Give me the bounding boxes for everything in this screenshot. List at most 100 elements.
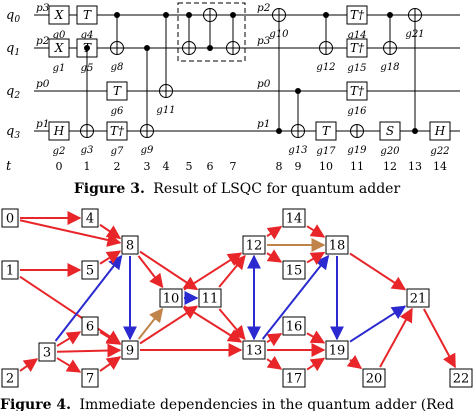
graph-node-box — [362, 368, 386, 388]
time-tick: 3 — [144, 160, 151, 173]
dependency-edge-9-11 — [139, 305, 199, 345]
dependency-edge-14-18 — [306, 224, 326, 238]
gate-box — [346, 5, 368, 25]
gate-label: g19 — [347, 145, 367, 156]
dependency-edge-6-9 — [99, 331, 122, 345]
init-map-label-q2: p0 — [36, 78, 50, 90]
gate-label: g7 — [111, 146, 124, 157]
graph-node-label: 19 — [329, 344, 346, 359]
dependency-edge-12-15 — [266, 249, 283, 263]
mid-map-label-2: p0 — [257, 78, 271, 90]
gate-box — [48, 38, 70, 58]
dependency-edge-1-9 — [19, 275, 122, 345]
graph-node-label: 13 — [246, 344, 263, 359]
graph-node-box — [1, 208, 19, 228]
graph-node-label: 21 — [410, 292, 427, 307]
time-tick: 9 — [295, 160, 302, 173]
gate-symbol: T† — [110, 124, 125, 138]
graph-node-label: 4 — [86, 212, 94, 227]
gate-label: g17 — [316, 146, 336, 157]
time-tick: 2 — [114, 160, 121, 173]
cnot-control-dot — [412, 128, 418, 134]
mid-map-label-1: p3 — [257, 35, 271, 47]
dependency-edge-3-8 — [54, 254, 123, 342]
gate-label: g21 — [405, 29, 424, 40]
gate-symbol: T† — [350, 84, 365, 98]
dependency-edge-7-9 — [99, 356, 122, 372]
gate-label: g9 — [141, 145, 154, 156]
gate-label: g16 — [347, 106, 367, 117]
mid-map-label-0: p2 — [257, 2, 271, 14]
dependency-edge-13-18 — [261, 254, 330, 340]
gate-label: g0 — [53, 30, 66, 41]
graph-node-label: 0 — [6, 212, 14, 227]
graph-node-box — [159, 288, 183, 308]
graph-node-box — [121, 235, 139, 255]
cnot-control-dot — [387, 12, 393, 18]
gate-label: g2 — [53, 146, 66, 157]
cnot-control-dot — [323, 12, 329, 18]
graph-node-label: 20 — [366, 372, 383, 387]
dependency-edge-12-14 — [266, 225, 283, 240]
figure-4-caption: Figure 4. Immediate dependencies in the … — [0, 397, 454, 411]
graph-node-label: 11 — [202, 292, 219, 307]
graph-node-label: 17 — [286, 372, 303, 387]
graph-node-box — [406, 288, 430, 308]
gate-box — [346, 38, 368, 58]
gate-label: g3 — [81, 145, 94, 156]
gate-label: g13 — [288, 145, 307, 156]
graph-node-label: 8 — [126, 239, 134, 254]
graph-node-box — [242, 340, 266, 360]
graph-node-label: 5 — [86, 264, 94, 279]
gate-box — [429, 121, 451, 141]
graph-node-label: 14 — [286, 212, 303, 227]
gate-symbol: X — [54, 41, 64, 55]
gate-label: g4 — [81, 30, 94, 41]
graph-node-box — [81, 208, 99, 228]
dependency-edge-9-10 — [137, 307, 164, 340]
graph-node-box — [81, 316, 99, 336]
graph-node-label: 3 — [43, 346, 51, 361]
time-tick: 7 — [230, 160, 237, 173]
gate-symbol: S — [386, 124, 394, 138]
graph-node-label: 6 — [86, 320, 94, 335]
init-map-label-q3: p1 — [36, 118, 49, 130]
gate-label: g10 — [269, 29, 289, 40]
gate-symbol: T — [322, 124, 331, 138]
time-tick: 14 — [433, 160, 447, 173]
graph-node-box — [325, 340, 349, 360]
dependency-edge-4-8 — [99, 223, 122, 240]
figure-4-caption-label: Figure 4. — [0, 397, 71, 411]
cnot-control-dot — [114, 12, 120, 18]
init-map-label-q1: p2 — [36, 35, 50, 47]
figure-3-caption-text: Result of LSQC for quantum adder — [153, 181, 400, 197]
gate-label: g12 — [316, 62, 335, 73]
gate-symbol: H — [434, 124, 446, 138]
gate-symbol: X — [54, 8, 64, 22]
graph-node-box — [1, 368, 19, 388]
gate-symbol: T† — [350, 41, 365, 55]
cnot-control-dot — [207, 45, 213, 51]
graph-node-box — [198, 288, 222, 308]
swap-dashed-box — [177, 2, 246, 62]
cnot-control-dot — [163, 12, 169, 18]
qubit-label-q3: q3 — [6, 124, 20, 141]
cnot-control-dot — [84, 45, 90, 51]
graph-node-label: 1 — [6, 264, 14, 279]
time-tick: 8 — [276, 160, 283, 173]
dependency-edge-3-6 — [56, 331, 82, 347]
dependency-edge-2-3 — [19, 358, 39, 372]
quantum-circuit-figure: q0p3q1p2q2p0q3p1p2p3p0p1Xg0Tg4Xg1Tg5Tg6H… — [6, 2, 460, 174]
graph-node-box — [282, 316, 306, 336]
gate-label: g15 — [347, 63, 366, 74]
gate-label: g14 — [347, 30, 366, 41]
time-axis-label: t — [6, 159, 12, 174]
time-tick: 12 — [383, 160, 397, 173]
dependency-edge-19-21 — [349, 305, 407, 343]
dependency-edge-11-13 — [218, 308, 246, 341]
gate-box — [315, 121, 337, 141]
gate-box — [106, 81, 128, 101]
graph-node-box — [242, 235, 266, 255]
